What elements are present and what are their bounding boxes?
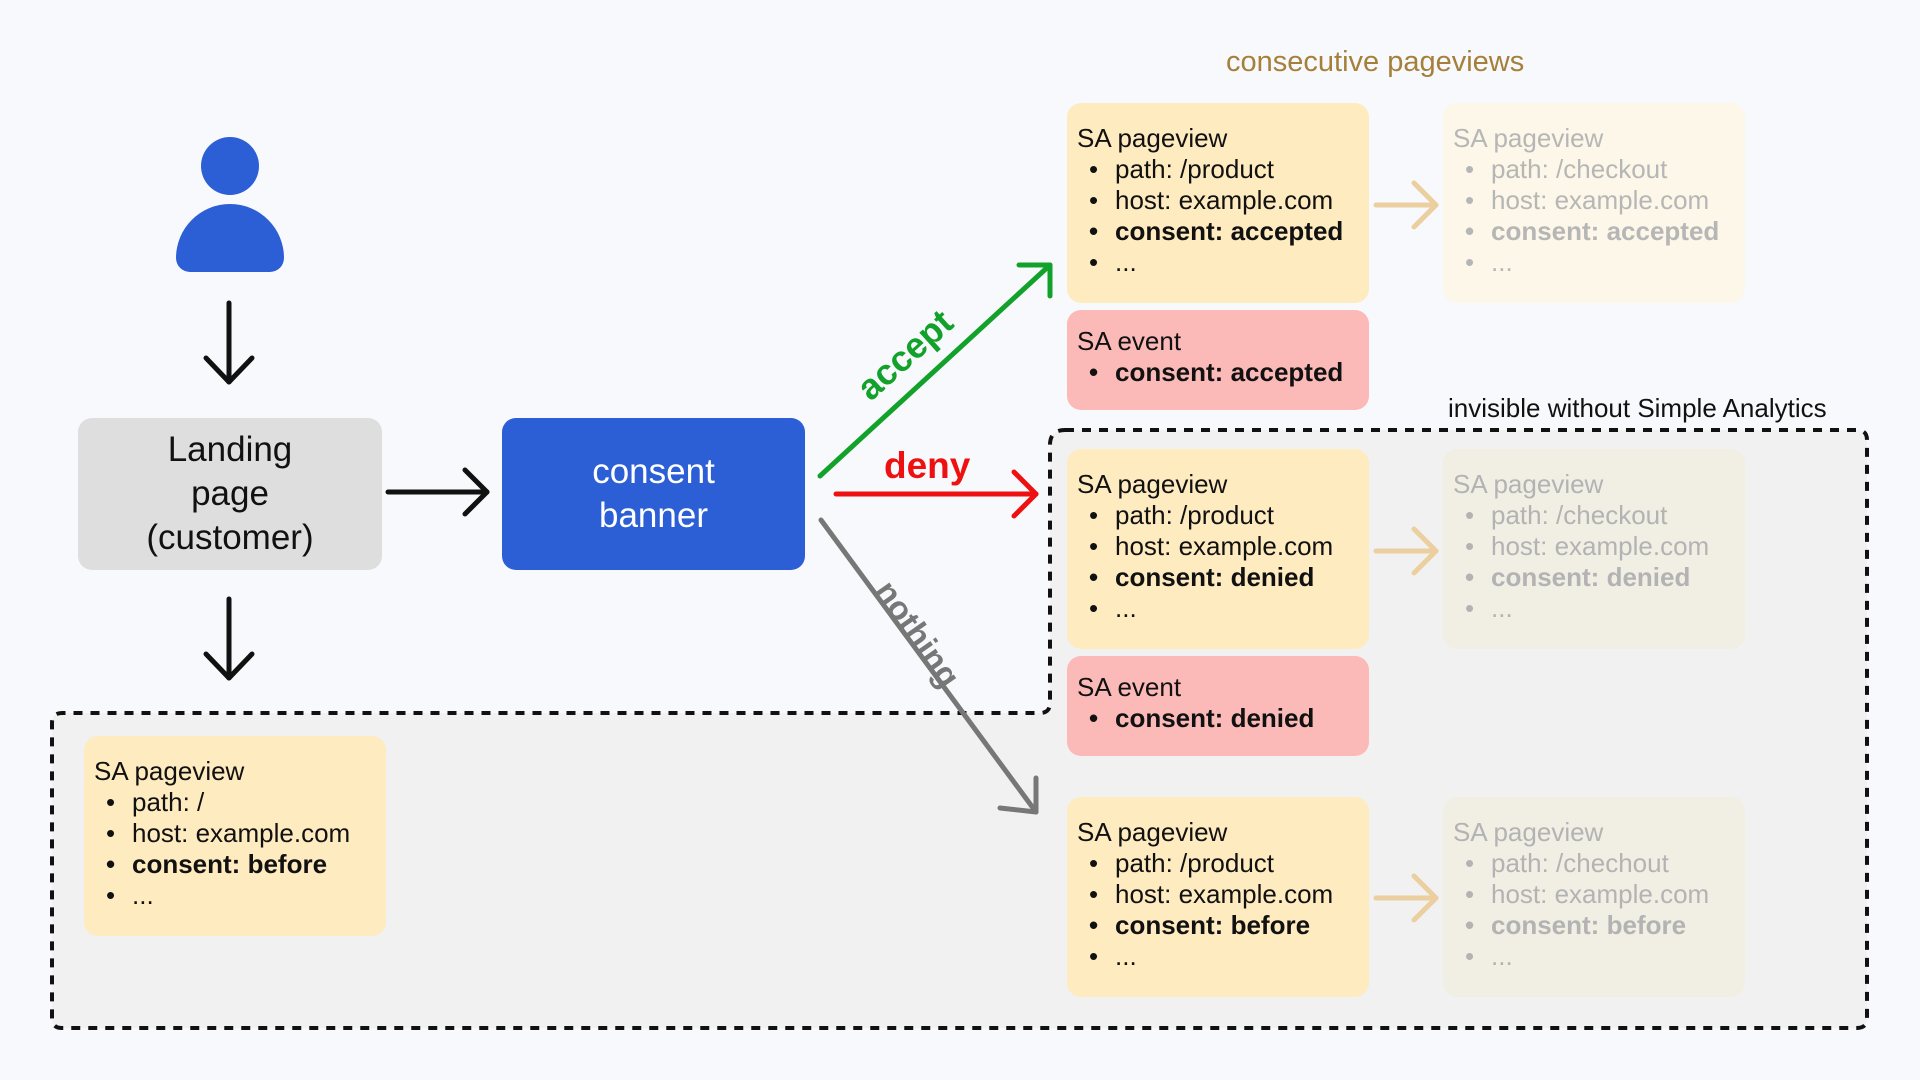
deny-label: deny bbox=[884, 445, 971, 486]
card-item: consent: denied bbox=[1089, 562, 1359, 593]
card-item: path: / bbox=[106, 787, 376, 818]
consecutive-pageviews-label: consecutive pageviews bbox=[1226, 46, 1525, 78]
deny-pageview-card: SA pageview path: /product host: example… bbox=[1067, 449, 1369, 649]
card-title: SA pageview bbox=[1077, 817, 1228, 847]
card-item: host: example.com bbox=[1089, 531, 1359, 562]
arrow-nothing-next bbox=[1373, 873, 1439, 923]
deny-event-card: SA event consent: denied bbox=[1067, 656, 1369, 756]
card-item: ... bbox=[1089, 593, 1359, 624]
arrow-accept bbox=[817, 262, 1053, 479]
card-item: consent: before bbox=[1465, 910, 1735, 941]
arrow-accept-next bbox=[1373, 180, 1439, 230]
card-title: SA event bbox=[1077, 672, 1182, 702]
card-item: ... bbox=[106, 880, 376, 911]
card-item: consent: accepted bbox=[1465, 216, 1735, 247]
initial-pageview-card: SA pageview path: / host: example.com co… bbox=[84, 736, 386, 936]
consent-banner-box: consent banner bbox=[502, 418, 805, 570]
nothing-next-pageview-card: SA pageview path: /chechout host: exampl… bbox=[1443, 797, 1745, 997]
deny-next-pageview-card: SA pageview path: /checkout host: exampl… bbox=[1443, 449, 1745, 649]
card-item: path: /product bbox=[1089, 154, 1359, 185]
card-item: host: example.com bbox=[1465, 879, 1735, 910]
card-item: ... bbox=[1465, 593, 1735, 624]
card-title: SA pageview bbox=[1453, 469, 1604, 499]
invisible-region-label: invisible without Simple Analytics bbox=[1448, 393, 1827, 423]
accept-pageview-card: SA pageview path: /product host: example… bbox=[1067, 103, 1369, 303]
card-item: host: example.com bbox=[106, 818, 376, 849]
accept-event-card: SA event consent: accepted bbox=[1067, 310, 1369, 410]
card-item: consent: before bbox=[1089, 910, 1359, 941]
card-title: SA pageview bbox=[1453, 817, 1604, 847]
card-item: host: example.com bbox=[1465, 185, 1735, 216]
card-title: SA pageview bbox=[1453, 123, 1604, 153]
arrow-landing-to-banner bbox=[385, 467, 490, 517]
card-item: path: /checkout bbox=[1465, 500, 1735, 531]
card-item: path: /product bbox=[1089, 848, 1359, 879]
card-item: ... bbox=[1089, 247, 1359, 278]
card-item: consent: accepted bbox=[1089, 216, 1359, 247]
card-item: ... bbox=[1465, 941, 1735, 972]
arrow-deny-next bbox=[1373, 526, 1439, 576]
nothing-pageview-card: SA pageview path: /product host: example… bbox=[1067, 797, 1369, 997]
card-item: path: /product bbox=[1089, 500, 1359, 531]
banner-line-2: banner bbox=[599, 496, 708, 535]
card-item: host: example.com bbox=[1089, 185, 1359, 216]
arrow-person-to-landing bbox=[203, 300, 255, 385]
arrow-deny bbox=[833, 469, 1039, 519]
card-title: SA pageview bbox=[1077, 123, 1228, 153]
card-item: consent: denied bbox=[1089, 703, 1359, 734]
card-title: SA pageview bbox=[94, 756, 245, 786]
arrow-landing-to-pageview bbox=[203, 596, 255, 681]
landing-line-1: Landing bbox=[167, 430, 293, 469]
card-item: ... bbox=[1089, 941, 1359, 972]
card-item: path: /checkout bbox=[1465, 154, 1735, 185]
banner-line-1: consent bbox=[592, 452, 715, 491]
card-item: consent: denied bbox=[1465, 562, 1735, 593]
card-item: path: /chechout bbox=[1465, 848, 1735, 879]
landing-line-3: (customer) bbox=[146, 518, 314, 557]
landing-line-2: page bbox=[191, 474, 269, 513]
card-item: host: example.com bbox=[1465, 531, 1735, 562]
user-icon-head bbox=[201, 137, 259, 195]
arrow-nothing bbox=[818, 517, 1039, 815]
landing-page-box: Landing page (customer) bbox=[78, 418, 382, 570]
card-item: consent: accepted bbox=[1089, 357, 1359, 388]
card-title: SA event bbox=[1077, 326, 1182, 356]
accept-next-pageview-card: SA pageview path: /checkout host: exampl… bbox=[1443, 103, 1745, 303]
card-item: ... bbox=[1465, 247, 1735, 278]
card-title: SA pageview bbox=[1077, 469, 1228, 499]
card-item: consent: before bbox=[106, 849, 376, 880]
card-item: host: example.com bbox=[1089, 879, 1359, 910]
